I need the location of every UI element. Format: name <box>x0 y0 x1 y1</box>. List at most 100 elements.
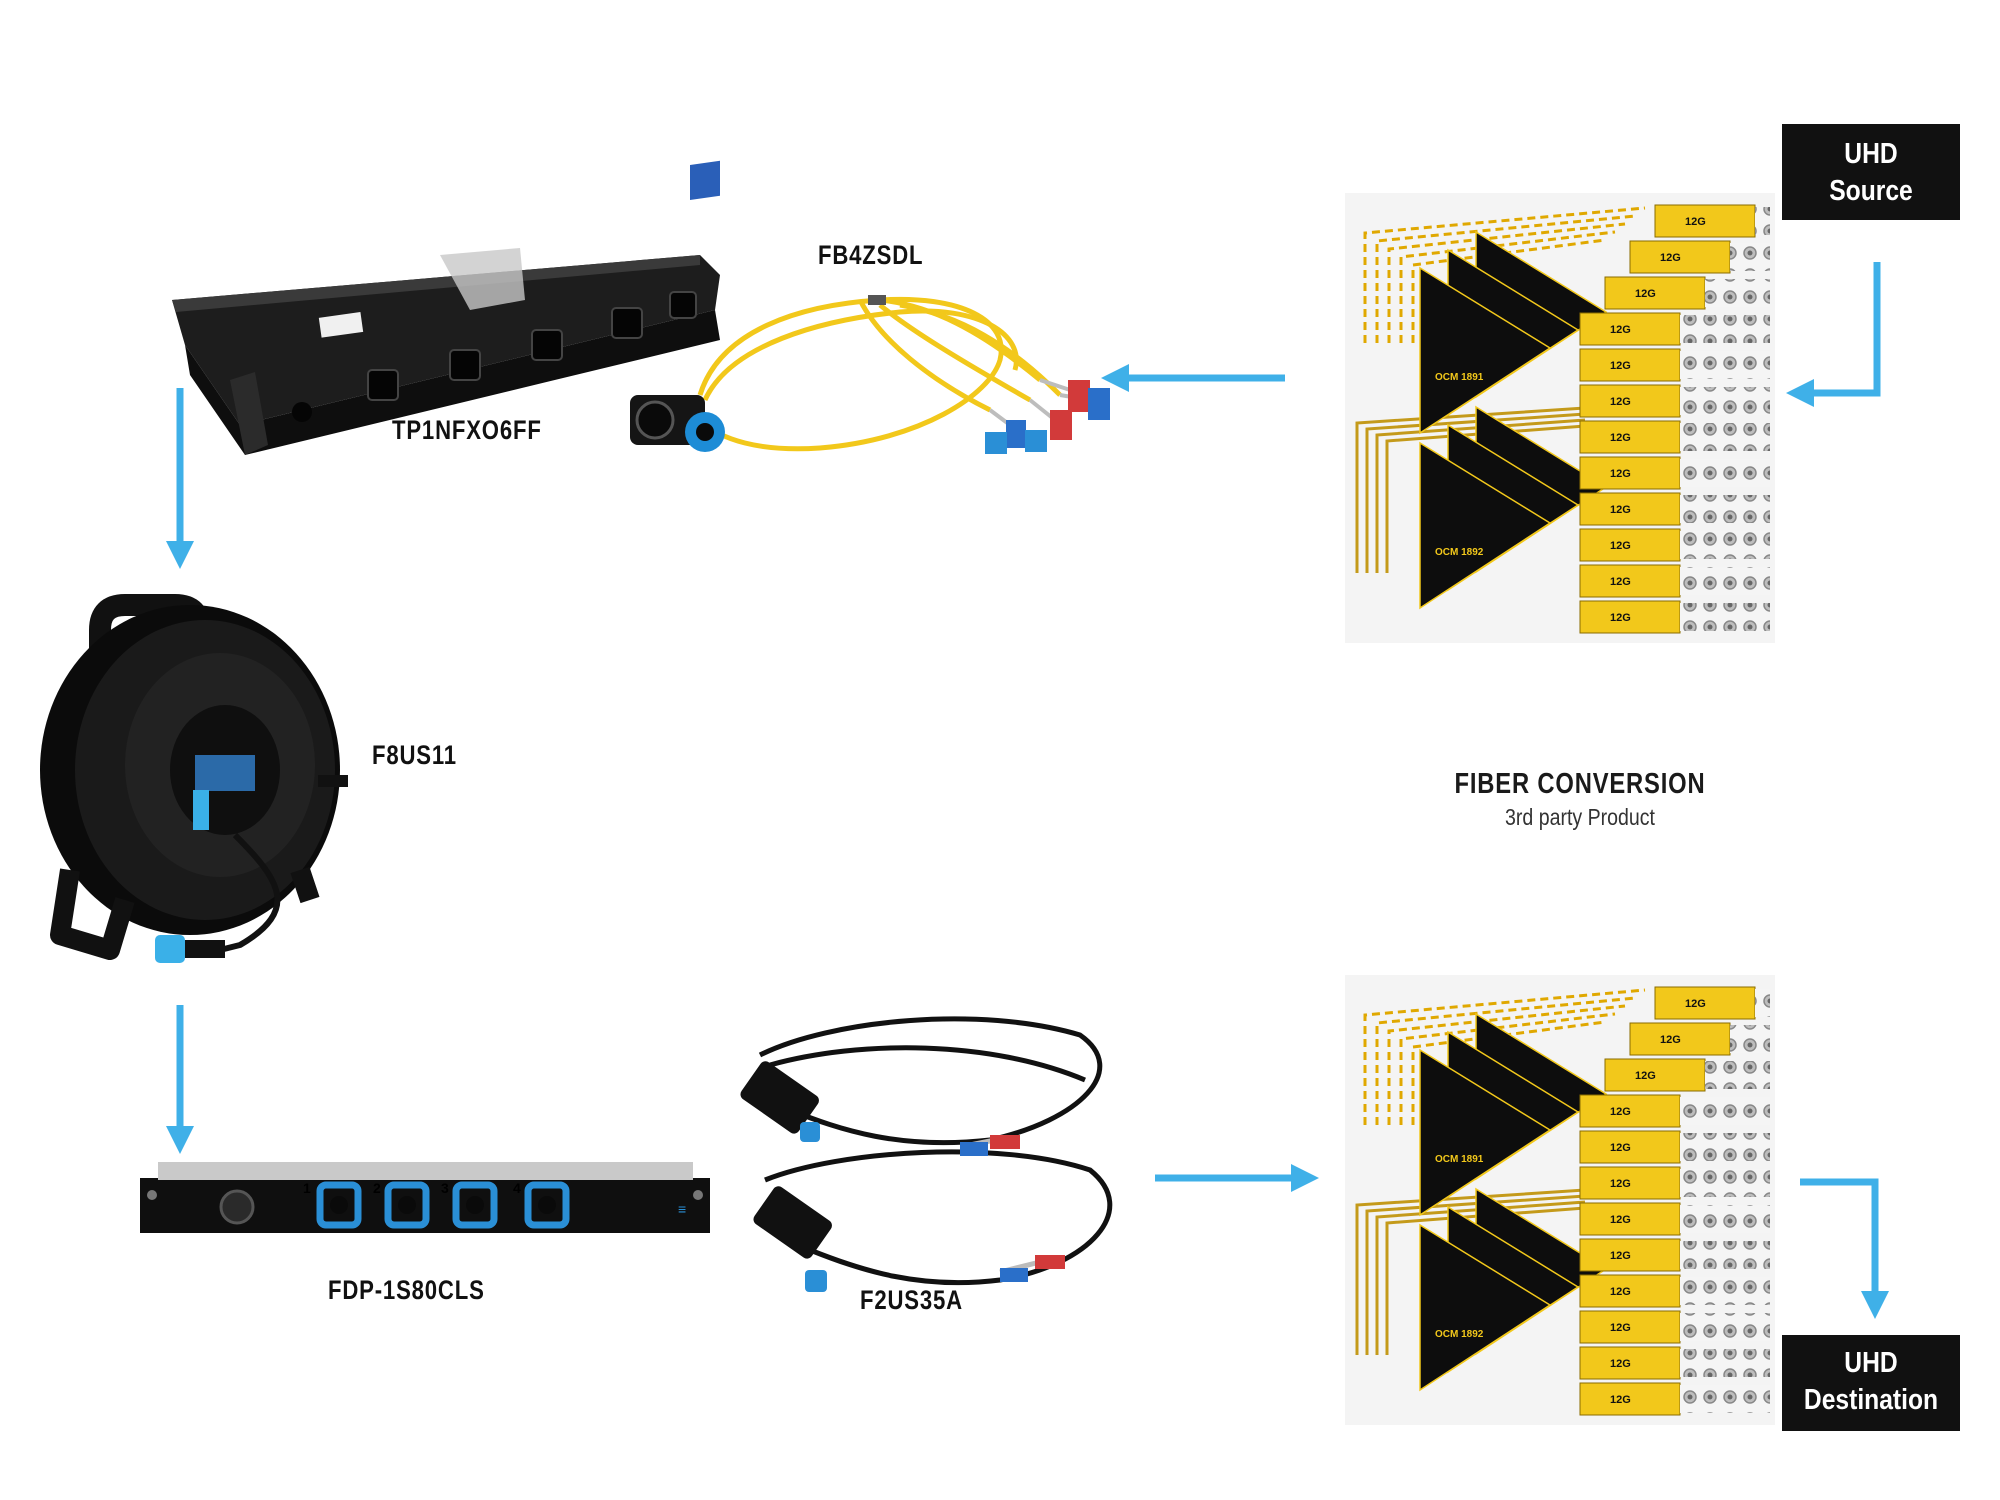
label-fb4zsdl: FB4ZSDL <box>818 240 924 270</box>
distribution-panel-fdp-1s80cls: ≡ <box>140 1162 710 1233</box>
ocm-module <box>1419 1223 1552 1392</box>
converter-card-label: 12G <box>1610 1394 1631 1406</box>
bnc-connectors <box>1680 1385 1770 1413</box>
converter-card <box>1579 384 1681 418</box>
bnc-connectors <box>1705 279 1770 307</box>
arrow-source-to-conversion <box>1786 262 1881 407</box>
converter-card-label: 12G <box>1610 1250 1631 1262</box>
converter-card <box>1579 564 1681 598</box>
uhd-destination-line2: Destination <box>1803 1384 1939 1416</box>
converter-card-label: 12G <box>1610 576 1631 588</box>
converter-card <box>1579 420 1681 454</box>
converter-card <box>1579 1274 1681 1308</box>
converter-card <box>1579 492 1681 526</box>
bnc-connectors <box>1755 207 1770 235</box>
converter-card-label: 12G <box>1635 1070 1656 1082</box>
converter-card-label: 12G <box>1610 540 1631 552</box>
bnc-connectors <box>1680 495 1770 523</box>
fiber-route <box>1375 418 1586 573</box>
converter-card-label: 12G <box>1610 468 1631 480</box>
ocm-module <box>1419 1048 1552 1217</box>
converter-card-label: 12G <box>1610 1322 1631 1334</box>
arrow-conversion-to-destination <box>1800 1178 1889 1319</box>
converter-card <box>1579 1310 1681 1344</box>
fiber-route <box>1387 1004 1626 1125</box>
fiber-route <box>1355 1188 1586 1355</box>
converter-card <box>1604 1058 1706 1092</box>
converter-card-label: 12G <box>1610 1358 1631 1370</box>
fiber-route <box>1375 996 1636 1125</box>
distribution-ports <box>316 1181 570 1229</box>
converter-card-label: 12G <box>1660 252 1681 264</box>
converter-card-label: 12G <box>1610 360 1631 372</box>
fiber-route <box>1363 988 1646 1125</box>
bnc-connectors <box>1680 1205 1770 1233</box>
converter-card-label: 12G <box>1610 504 1631 516</box>
bnc-connectors <box>1705 1061 1770 1089</box>
converter-card-label: 12G <box>1610 1142 1631 1154</box>
converter-card <box>1579 528 1681 562</box>
rack-panel-tp1nfxo6ff <box>172 160 720 455</box>
bnc-connectors <box>1680 603 1770 631</box>
ocm-module-label: OCM 1892 <box>1435 547 1484 558</box>
converter-card <box>1629 1022 1731 1056</box>
fiber-route <box>1375 1200 1586 1355</box>
cable-reel-f8us11 <box>40 594 348 963</box>
fiber-conversion-subtitle: 3rd party Product <box>1505 804 1655 830</box>
bnc-connectors <box>1680 1313 1770 1341</box>
fiber-route <box>1365 412 1586 573</box>
breakout-connector <box>630 395 725 452</box>
fiber-route <box>1385 1206 1586 1355</box>
bnc-connectors <box>1680 459 1770 487</box>
breakout-fb4zsdl <box>630 295 1110 454</box>
bnc-connectors <box>1680 1241 1770 1269</box>
ocm-module <box>1419 266 1552 435</box>
fiber-route <box>1355 406 1586 573</box>
fiber-route <box>1399 230 1616 343</box>
fiber-route <box>1385 424 1586 573</box>
converter-card <box>1579 1166 1681 1200</box>
converter-card-label: 12G <box>1610 1286 1631 1298</box>
fiber-route <box>1387 222 1626 343</box>
fiber-route <box>1375 214 1636 343</box>
port-number-1: 1 <box>303 1180 311 1196</box>
converter-card-label: 12G <box>1610 612 1631 624</box>
uhd-destination-box: UHD Destination <box>1782 1335 1960 1431</box>
label-tp1nfxo6ff: TP1NFXO6FF <box>392 415 542 445</box>
converter-card-label: 12G <box>1685 998 1706 1010</box>
label-f8us11: F8US11 <box>372 740 457 770</box>
converter-card-label: 12G <box>1660 1034 1681 1046</box>
bnc-connectors <box>1755 989 1770 1017</box>
uhd-source-line2: Source <box>1829 175 1913 207</box>
ocm-module-label: OCM 1891 <box>1435 372 1484 383</box>
converter-card <box>1654 986 1756 1020</box>
converter-card-label: 12G <box>1610 1106 1631 1118</box>
converter-card <box>1629 240 1731 274</box>
bnc-connectors <box>1680 567 1770 595</box>
ocm-module <box>1419 441 1552 610</box>
svg-text:≡: ≡ <box>678 1201 686 1217</box>
fiber-route <box>1365 1194 1586 1355</box>
port-number-3: 3 <box>441 1180 449 1196</box>
converter-card <box>1579 600 1681 634</box>
ocm-module-label: OCM 1891 <box>1435 1154 1484 1165</box>
label-f2us35a: F2US35A <box>860 1285 963 1315</box>
label-fdp-1s80cls: FDP-1S80CLS <box>328 1275 485 1305</box>
converter-card-label: 12G <box>1685 216 1706 228</box>
flow-arrows <box>166 262 1889 1319</box>
bnc-connectors <box>1680 387 1770 415</box>
port-number-2: 2 <box>373 1180 381 1196</box>
fiber-route <box>1399 1012 1616 1125</box>
converter-card <box>1579 1130 1681 1164</box>
bnc-connectors <box>1730 243 1770 271</box>
fiber-conversion-title: FIBER CONVERSION <box>1454 768 1706 800</box>
converter-card <box>1579 1346 1681 1380</box>
fiber-route <box>1411 1020 1606 1125</box>
bnc-connectors <box>1680 423 1770 451</box>
converter-card <box>1579 312 1681 346</box>
uhd-source-line1: UHD <box>1844 138 1898 170</box>
uhd-source-box: UHD Source <box>1782 124 1960 220</box>
bnc-connectors <box>1680 315 1770 343</box>
